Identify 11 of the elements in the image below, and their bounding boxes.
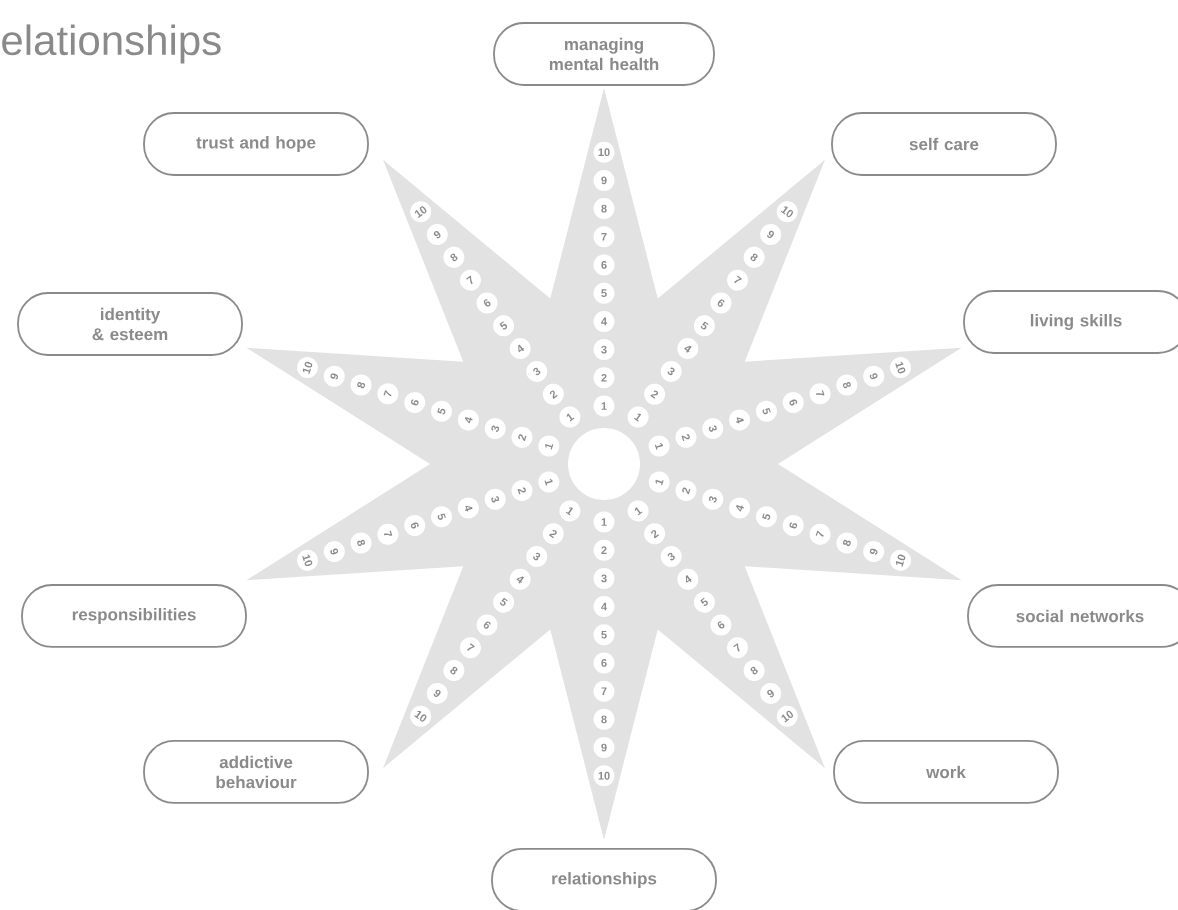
label-pill: social networks <box>967 584 1178 648</box>
label-pill: trust and hope <box>143 112 369 176</box>
label-pill: living skills <box>963 290 1178 354</box>
label-pill: responsibilities <box>21 584 247 648</box>
label-pill: work <box>833 740 1059 804</box>
label-pill: identity & esteem <box>17 292 243 356</box>
label-pill: addictive behaviour <box>143 740 369 804</box>
label-pill: self care <box>831 112 1057 176</box>
title: elationships <box>2 24 221 64</box>
label-pill: relationships <box>491 848 717 910</box>
label-pill: managing mental health <box>493 22 715 86</box>
